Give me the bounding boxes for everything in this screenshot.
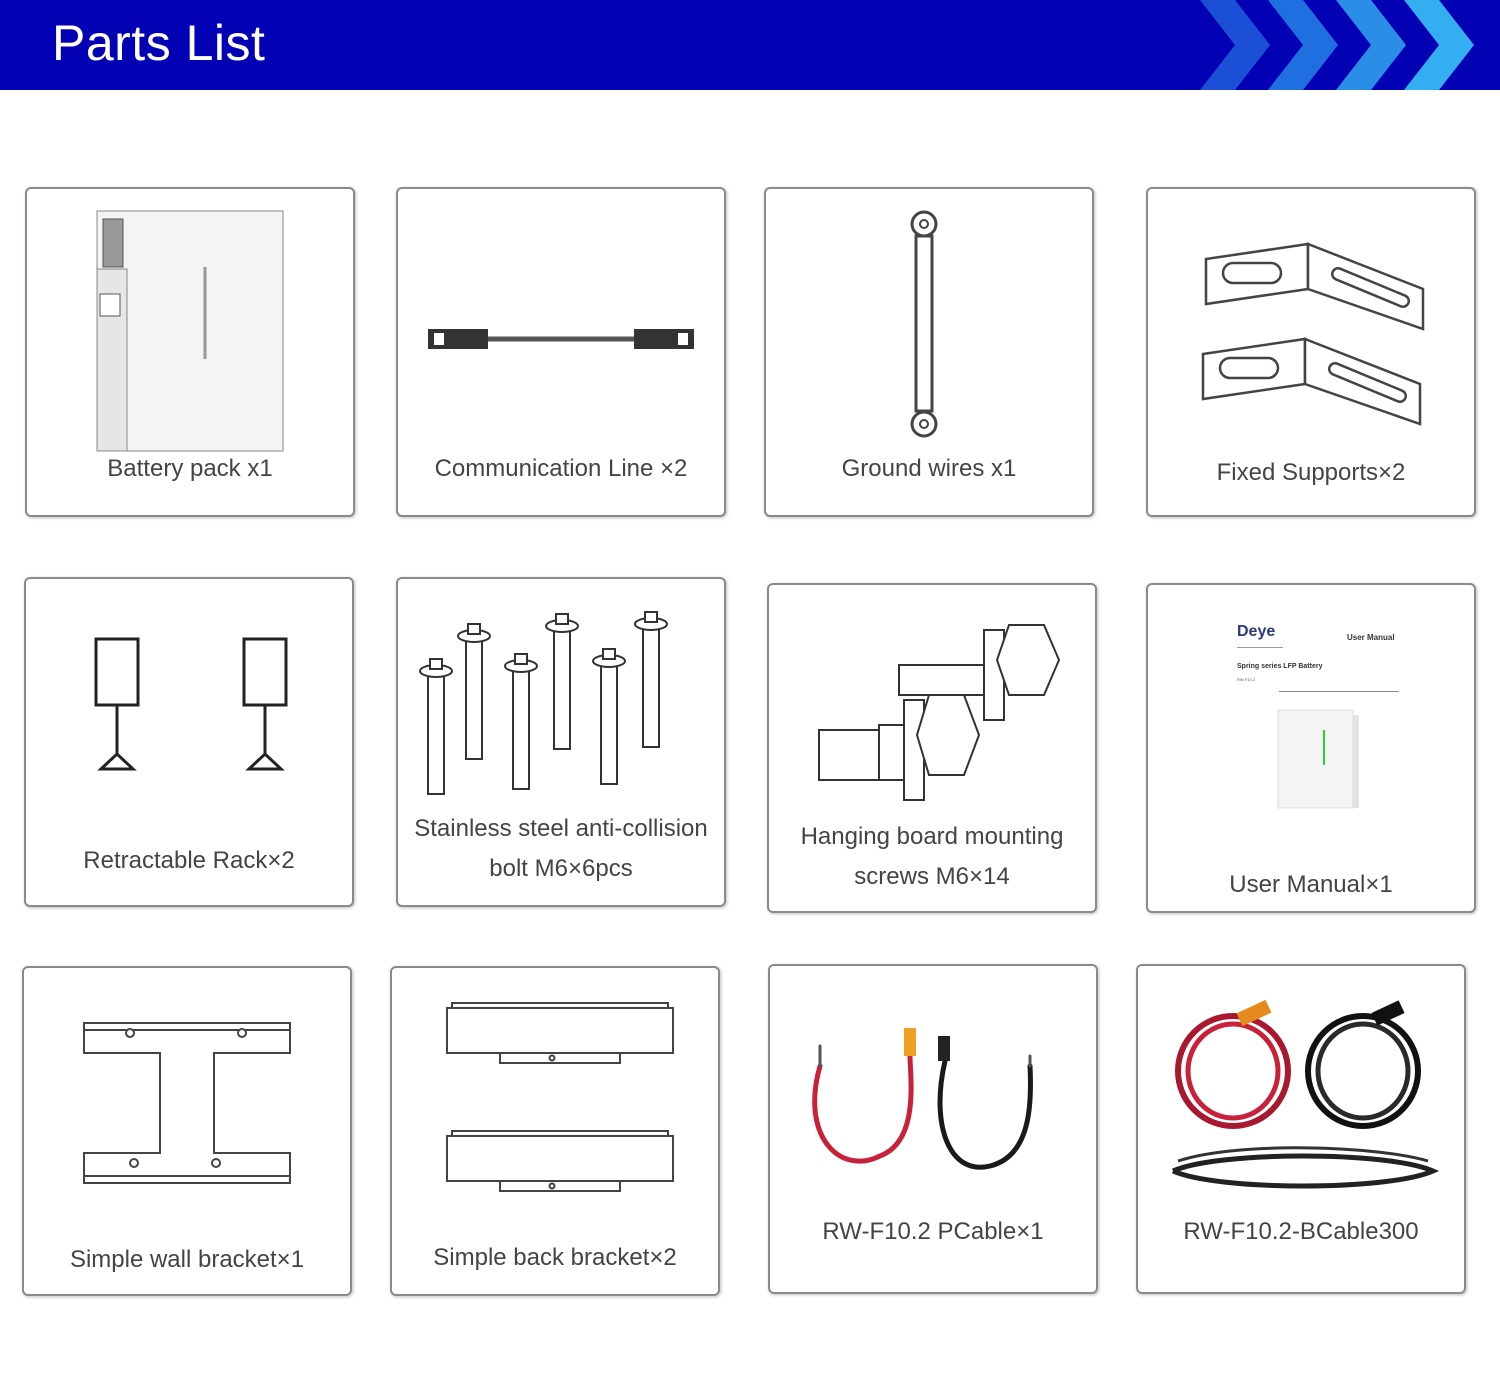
part-card-communication-line: Communication Line ×2 xyxy=(396,187,726,517)
screws-icon xyxy=(818,624,1061,801)
part-label: Fixed Supports×2 xyxy=(1216,459,1406,486)
part-card-wall-bracket: Simple wall bracket×1 xyxy=(22,966,352,1296)
manual-subtitle: Spring series LFP Battery xyxy=(1237,663,1323,670)
manual-title: User Manual xyxy=(1347,633,1395,642)
page-title: Parts List xyxy=(52,15,266,71)
part-card-power-cables: RW-F10.2 PCable×1 xyxy=(768,964,1098,1294)
manual-model: RW-F10.2 xyxy=(1237,677,1256,682)
part-card-stainless-bolts: Stainless steel anti-collision bolt M6×6… xyxy=(396,577,726,907)
part-label: RW-F10.2-BCable300 xyxy=(1183,1218,1419,1245)
battery-pack-icon xyxy=(96,210,284,452)
part-label: Hanging board mounting xyxy=(800,823,1064,850)
part-label: Stainless steel anti-collision xyxy=(414,815,708,842)
bolts-icon xyxy=(419,611,668,795)
part-label: Simple wall bracket×1 xyxy=(69,1246,305,1273)
part-label: Ground wires x1 xyxy=(841,455,1017,482)
part-label: RW-F10.2 PCable×1 xyxy=(822,1218,1044,1245)
part-card-retractable-rack: Retractable Rack×2 xyxy=(24,577,354,907)
ground-wire-icon xyxy=(910,210,938,438)
divider xyxy=(1279,691,1399,692)
battery-cables-icon xyxy=(1171,999,1440,1189)
part-label: User Manual×1 xyxy=(1229,871,1393,898)
part-card-user-manual: Deye User Manual Spring series LFP Batte… xyxy=(1146,583,1476,913)
retractable-rack-icon xyxy=(94,637,288,771)
part-card-battery-cables: RW-F10.2-BCable300 xyxy=(1136,964,1466,1294)
part-label: Communication Line ×2 xyxy=(434,455,688,482)
divider xyxy=(1237,647,1283,648)
power-cables-icon xyxy=(812,1028,1034,1170)
part-label: bolt M6×6pcs xyxy=(489,855,633,882)
wall-bracket-icon xyxy=(83,1022,291,1184)
chevron-arrows-icon xyxy=(1200,0,1474,90)
part-card-battery-pack: Battery pack x1 xyxy=(25,187,355,517)
battery-image-icon xyxy=(1277,709,1359,809)
part-card-ground-wires: Ground wires x1 xyxy=(764,187,1094,517)
part-card-back-bracket: Simple back bracket×2 xyxy=(390,966,720,1296)
part-label: Retractable Rack×2 xyxy=(83,847,295,874)
fixed-support-icon xyxy=(1201,242,1425,426)
part-card-mounting-screws: Hanging board mounting screws M6×14 xyxy=(767,583,1097,913)
manual-brand: Deye xyxy=(1237,623,1276,640)
part-card-fixed-supports: Fixed Supports×2 xyxy=(1146,187,1476,517)
header-banner: Parts List xyxy=(0,0,1500,90)
back-bracket-icon xyxy=(446,1002,674,1192)
part-label: screws M6×14 xyxy=(854,863,1010,890)
part-label: Battery pack x1 xyxy=(107,455,273,482)
communication-cable-icon xyxy=(428,329,694,349)
part-label: Simple back bracket×2 xyxy=(433,1244,677,1271)
